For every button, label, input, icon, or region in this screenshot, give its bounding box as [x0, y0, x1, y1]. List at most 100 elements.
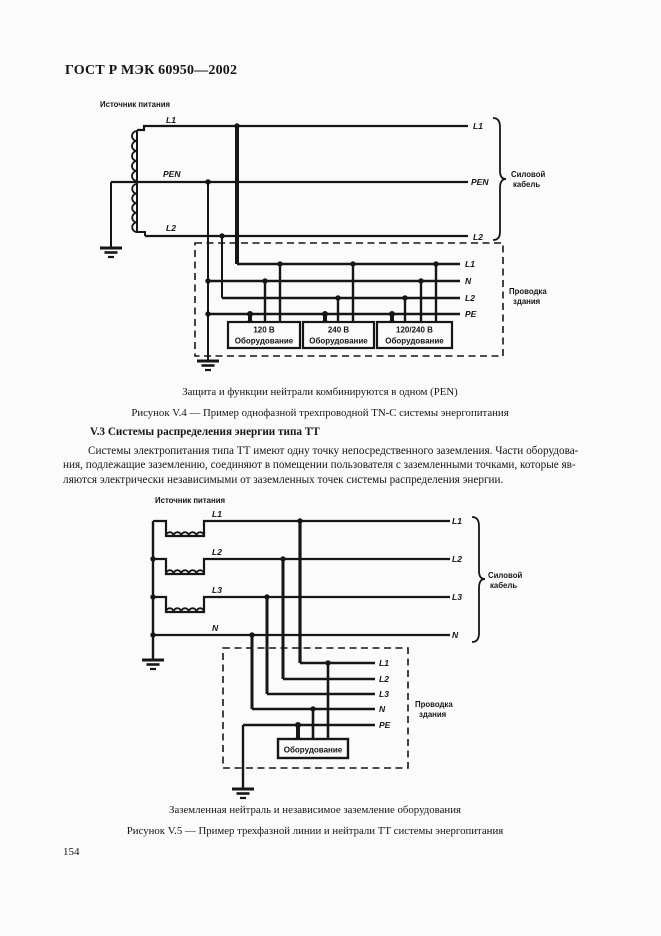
line-label-pen-left: PEN — [163, 169, 181, 179]
junction-dot — [295, 722, 301, 728]
junction-dot — [205, 311, 211, 317]
junction-dots — [205, 123, 439, 325]
section-heading: V.3 Системы распределения энергии типа Т… — [90, 426, 320, 438]
junction-dot — [205, 179, 211, 185]
equipment-box-240 — [301, 320, 376, 350]
cable-label-line1: Силовой — [511, 170, 545, 179]
coil-l3-bumps — [165, 607, 205, 613]
bus-label-n: N — [465, 276, 472, 286]
equipment-name-label: Оборудование — [385, 337, 444, 346]
cable-label-line1: Силовой — [488, 571, 522, 580]
power-cable-brace — [471, 516, 486, 643]
line-label-l1-left: L1 — [212, 509, 222, 519]
bus-label-l2: L2 — [465, 293, 475, 303]
junction-dot — [277, 261, 283, 267]
building-wiring-boundary — [194, 242, 504, 357]
equipment-name-label: Оборудование — [235, 337, 294, 346]
power-cable-brace — [492, 117, 507, 241]
paragraph-line: Системы электропитания типа ТТ имеют одн… — [88, 445, 579, 457]
bus-label-pe: PE — [379, 720, 391, 730]
junction-dot — [262, 278, 268, 284]
ground-symbol-source — [100, 246, 122, 259]
equipment-name-label: Оборудование — [284, 746, 343, 755]
junction-dot — [247, 311, 253, 317]
figure-v5-diagram: Оборудование Источник питания L1 L2 L3 N… — [142, 496, 522, 800]
equipment-volt-label: 120/240 В — [396, 326, 433, 335]
coil-upper-bumps — [131, 130, 138, 182]
line-label-n-right: N — [452, 630, 459, 640]
wire-l2-branch — [153, 557, 450, 576]
line-label-l2-left: L2 — [212, 547, 222, 557]
junction-dot — [325, 660, 331, 666]
building-label-line2: здания — [419, 710, 446, 719]
junction-dot — [219, 233, 225, 239]
equipment-box-120-240 — [375, 320, 454, 350]
line-label-l3-right: L3 — [452, 592, 462, 602]
bus-label-l2: L2 — [379, 674, 389, 684]
wire-l3-branch — [153, 595, 450, 614]
coil-l1-bumps — [165, 531, 205, 537]
building-label-line2: здания — [513, 297, 540, 306]
line-label-l2-right: L2 — [473, 232, 483, 242]
junction-dot — [150, 594, 156, 600]
junction-dot — [150, 556, 156, 562]
building-wiring-boundary — [222, 647, 409, 769]
bus-label-l1: L1 — [379, 658, 389, 668]
junction-dot — [150, 632, 156, 638]
junction-dot — [350, 261, 356, 267]
line-label-l1-left: L1 — [166, 115, 176, 125]
section-paragraph: Системы электропитания типа ТТ имеют одн… — [63, 444, 598, 487]
coil-l2-bumps — [165, 569, 205, 575]
equipment-volt-label: 240 В — [328, 326, 350, 335]
junction-dot — [205, 278, 211, 284]
transformer-windings — [153, 519, 450, 614]
equipment-volt-label: 120 В — [253, 326, 275, 335]
paragraph-line: ляются электрически независимыми от зазе… — [63, 473, 504, 486]
source-label: Источник питания — [100, 100, 170, 109]
line-label-l2-right: L2 — [452, 554, 462, 564]
building-label-line1: Проводка — [415, 700, 453, 709]
wire-l1-branch — [153, 519, 450, 538]
line-label-l3-left: L3 — [212, 585, 222, 595]
cable-label-line2: кабель — [513, 180, 540, 189]
transformer-winding — [131, 124, 468, 236]
junction-dot — [433, 261, 439, 267]
junction-dot — [297, 518, 303, 524]
equipment-box — [276, 737, 350, 760]
bus-label-pe: PE — [465, 309, 477, 319]
junction-dot — [234, 123, 240, 129]
junction-dot — [402, 295, 408, 301]
figure-v4-note: Защита и функции нейтрали комбинируются … — [182, 386, 458, 398]
junction-dot — [335, 295, 341, 301]
equipment-box-120 — [226, 320, 302, 350]
figure-v5-note: Заземленная нейтраль и независимое зазем… — [169, 804, 461, 816]
junction-dot — [280, 556, 286, 562]
junction-dot — [264, 594, 270, 600]
figure-v5-caption: Рисунок V.5 — Пример трехфазной линии и … — [126, 825, 504, 837]
junction-dot — [310, 706, 316, 712]
junction-dot — [249, 632, 255, 638]
coil-lower-bumps — [131, 183, 138, 233]
line-label-l1-right: L1 — [473, 121, 483, 131]
junction-dot — [389, 311, 395, 317]
source-label: Источник питания — [155, 496, 225, 505]
document-title: ГОСТ Р МЭК 60950—2002 — [65, 63, 238, 78]
bus-label-l3: L3 — [379, 689, 389, 699]
bus-label-n: N — [379, 704, 386, 714]
ground-symbol-source — [142, 658, 164, 671]
line-label-l1-right: L1 — [452, 516, 462, 526]
bus-label-l1: L1 — [465, 259, 475, 269]
ground-symbol-building — [197, 359, 219, 372]
line-label-n-left: N — [212, 623, 219, 633]
figure-v4-caption: Рисунок V.4 — Пример однофазной трехпров… — [131, 407, 509, 419]
building-label-line1: Проводка — [509, 287, 547, 296]
equipment-name-label: Оборудование — [309, 337, 368, 346]
coil-lower-core — [136, 182, 146, 236]
line-label-pen-right: PEN — [471, 177, 489, 187]
ground-symbol-equipment — [232, 787, 254, 800]
equipment-boxes: 120 В Оборудование 240 В Оборудование 12… — [226, 320, 454, 350]
page-number: 154 — [63, 846, 80, 858]
line-label-l2-left: L2 — [166, 223, 176, 233]
cable-label-line2: кабель — [490, 581, 517, 590]
